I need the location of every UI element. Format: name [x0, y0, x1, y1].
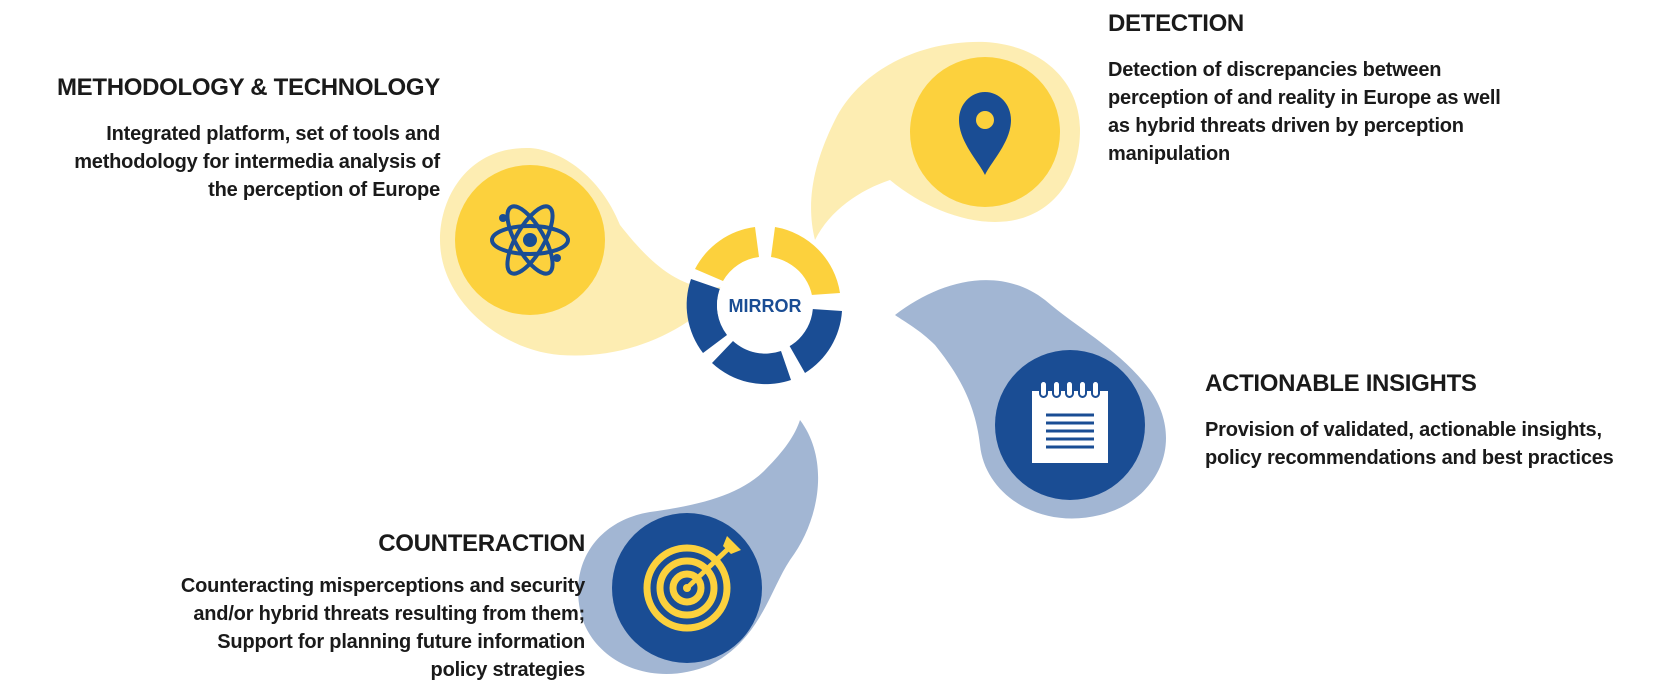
center-ring: MIRROR [686, 227, 842, 385]
insights-title: ACTIONABLE INSIGHTS [1205, 370, 1477, 397]
insights-line: policy recommendations and best practice… [1205, 447, 1614, 469]
detection-line: manipulation [1108, 143, 1231, 165]
ring-segment-yellow-right [771, 227, 840, 295]
methodology-block: METHODOLOGY & TECHNOLOGY Integrated plat… [10, 74, 440, 204]
detection-line: as hybrid threats driven by perception [1108, 115, 1464, 137]
methodology-line: Integrated platform, set of tools and [106, 123, 440, 145]
ring-segment-yellow-left [695, 227, 759, 281]
counteraction-title: COUNTERACTION [378, 530, 585, 557]
ring-segment-blue-left [686, 279, 727, 353]
methodology-line: methodology for intermedia analysis of [74, 151, 440, 173]
counteraction-line: policy strategies [430, 659, 586, 681]
ring-segment-blue-bottom [712, 341, 791, 385]
counteraction-block: COUNTERACTION Counteracting misperceptio… [100, 530, 585, 684]
counteraction-line: Support for planning future information [217, 631, 585, 653]
center-label: MIRROR [729, 296, 802, 316]
notepad-icon [1032, 380, 1108, 463]
insights-block: ACTIONABLE INSIGHTS Provision of validat… [1205, 370, 1660, 472]
ring-segment-blue-right [789, 309, 842, 373]
detection-title: DETECTION [1108, 10, 1244, 37]
methodology-line: the perception of Europe [208, 179, 440, 201]
insights-line: Provision of validated, actionable insig… [1205, 419, 1602, 441]
insights-description: Provision of validated, actionable insig… [1205, 416, 1660, 472]
detection-description: Detection of discrepancies between perce… [1108, 56, 1608, 168]
methodology-description: Integrated platform, set of tools and me… [10, 120, 440, 204]
methodology-title: METHODOLOGY & TECHNOLOGY [56, 74, 440, 101]
location-pin-icon [959, 92, 1011, 175]
counteraction-line: Counteracting misperceptions and securit… [180, 575, 585, 597]
detection-line: Detection of discrepancies between [1108, 59, 1442, 81]
counteraction-line: and/or hybrid threats resulting from the… [193, 603, 585, 625]
counteraction-description: Counteracting misperceptions and securit… [100, 572, 585, 684]
target-arrow-icon [643, 536, 741, 632]
detection-block: DETECTION Detection of discrepancies bet… [1108, 10, 1608, 168]
detection-line: perception of and reality in Europe as w… [1108, 87, 1501, 109]
